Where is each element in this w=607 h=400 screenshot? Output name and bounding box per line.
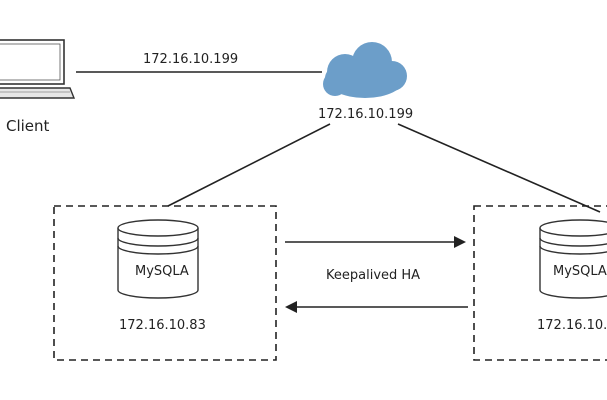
ha-arrow-right (285, 236, 466, 248)
database-icon (539, 219, 607, 299)
cloud-node-right-link (397, 123, 601, 213)
laptop-icon (0, 39, 76, 99)
node-left-ip-label: 172.16.10.83 (119, 318, 206, 333)
node-left-box (53, 205, 277, 361)
database-icon (117, 219, 199, 299)
node-right-ip-label: 172.16.10. (537, 318, 607, 333)
ha-arrow-left (285, 301, 468, 313)
node-right-db-label: MySQLA (553, 264, 607, 279)
client-label: Client (6, 117, 50, 135)
cloud-icon (323, 42, 407, 98)
link-ip-label: 172.16.10.199 (143, 52, 239, 67)
node-left-db-label: MySQLA (135, 264, 189, 279)
cloud-node-left-link (167, 123, 331, 207)
virtual-ip-label: 172.16.10.199 (318, 107, 414, 122)
keepalived-ha-label: Keepalived HA (326, 268, 421, 283)
